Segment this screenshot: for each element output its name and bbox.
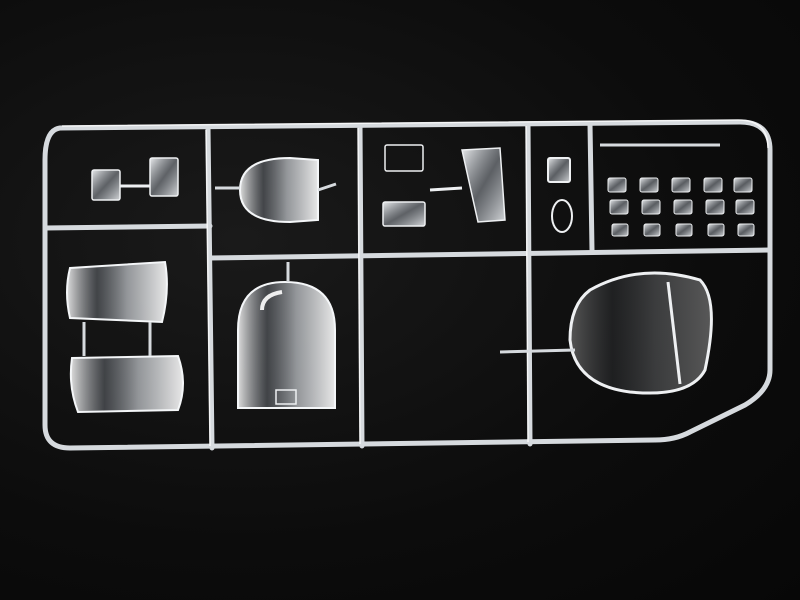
clear-part-canopy-top — [215, 156, 337, 224]
clear-part-small-panels — [91, 157, 179, 201]
clear-part-windows — [382, 144, 506, 227]
clear-part-rings — [547, 157, 573, 233]
sprue-frame — [42, 119, 773, 451]
clear-part-curved-panels — [66, 260, 184, 414]
clear-part-canopy-dome — [237, 262, 336, 409]
sprue-frame-highlight — [61, 119, 769, 447]
clear-part-grid — [600, 143, 755, 237]
clear-part-nose-ring — [499, 271, 713, 395]
